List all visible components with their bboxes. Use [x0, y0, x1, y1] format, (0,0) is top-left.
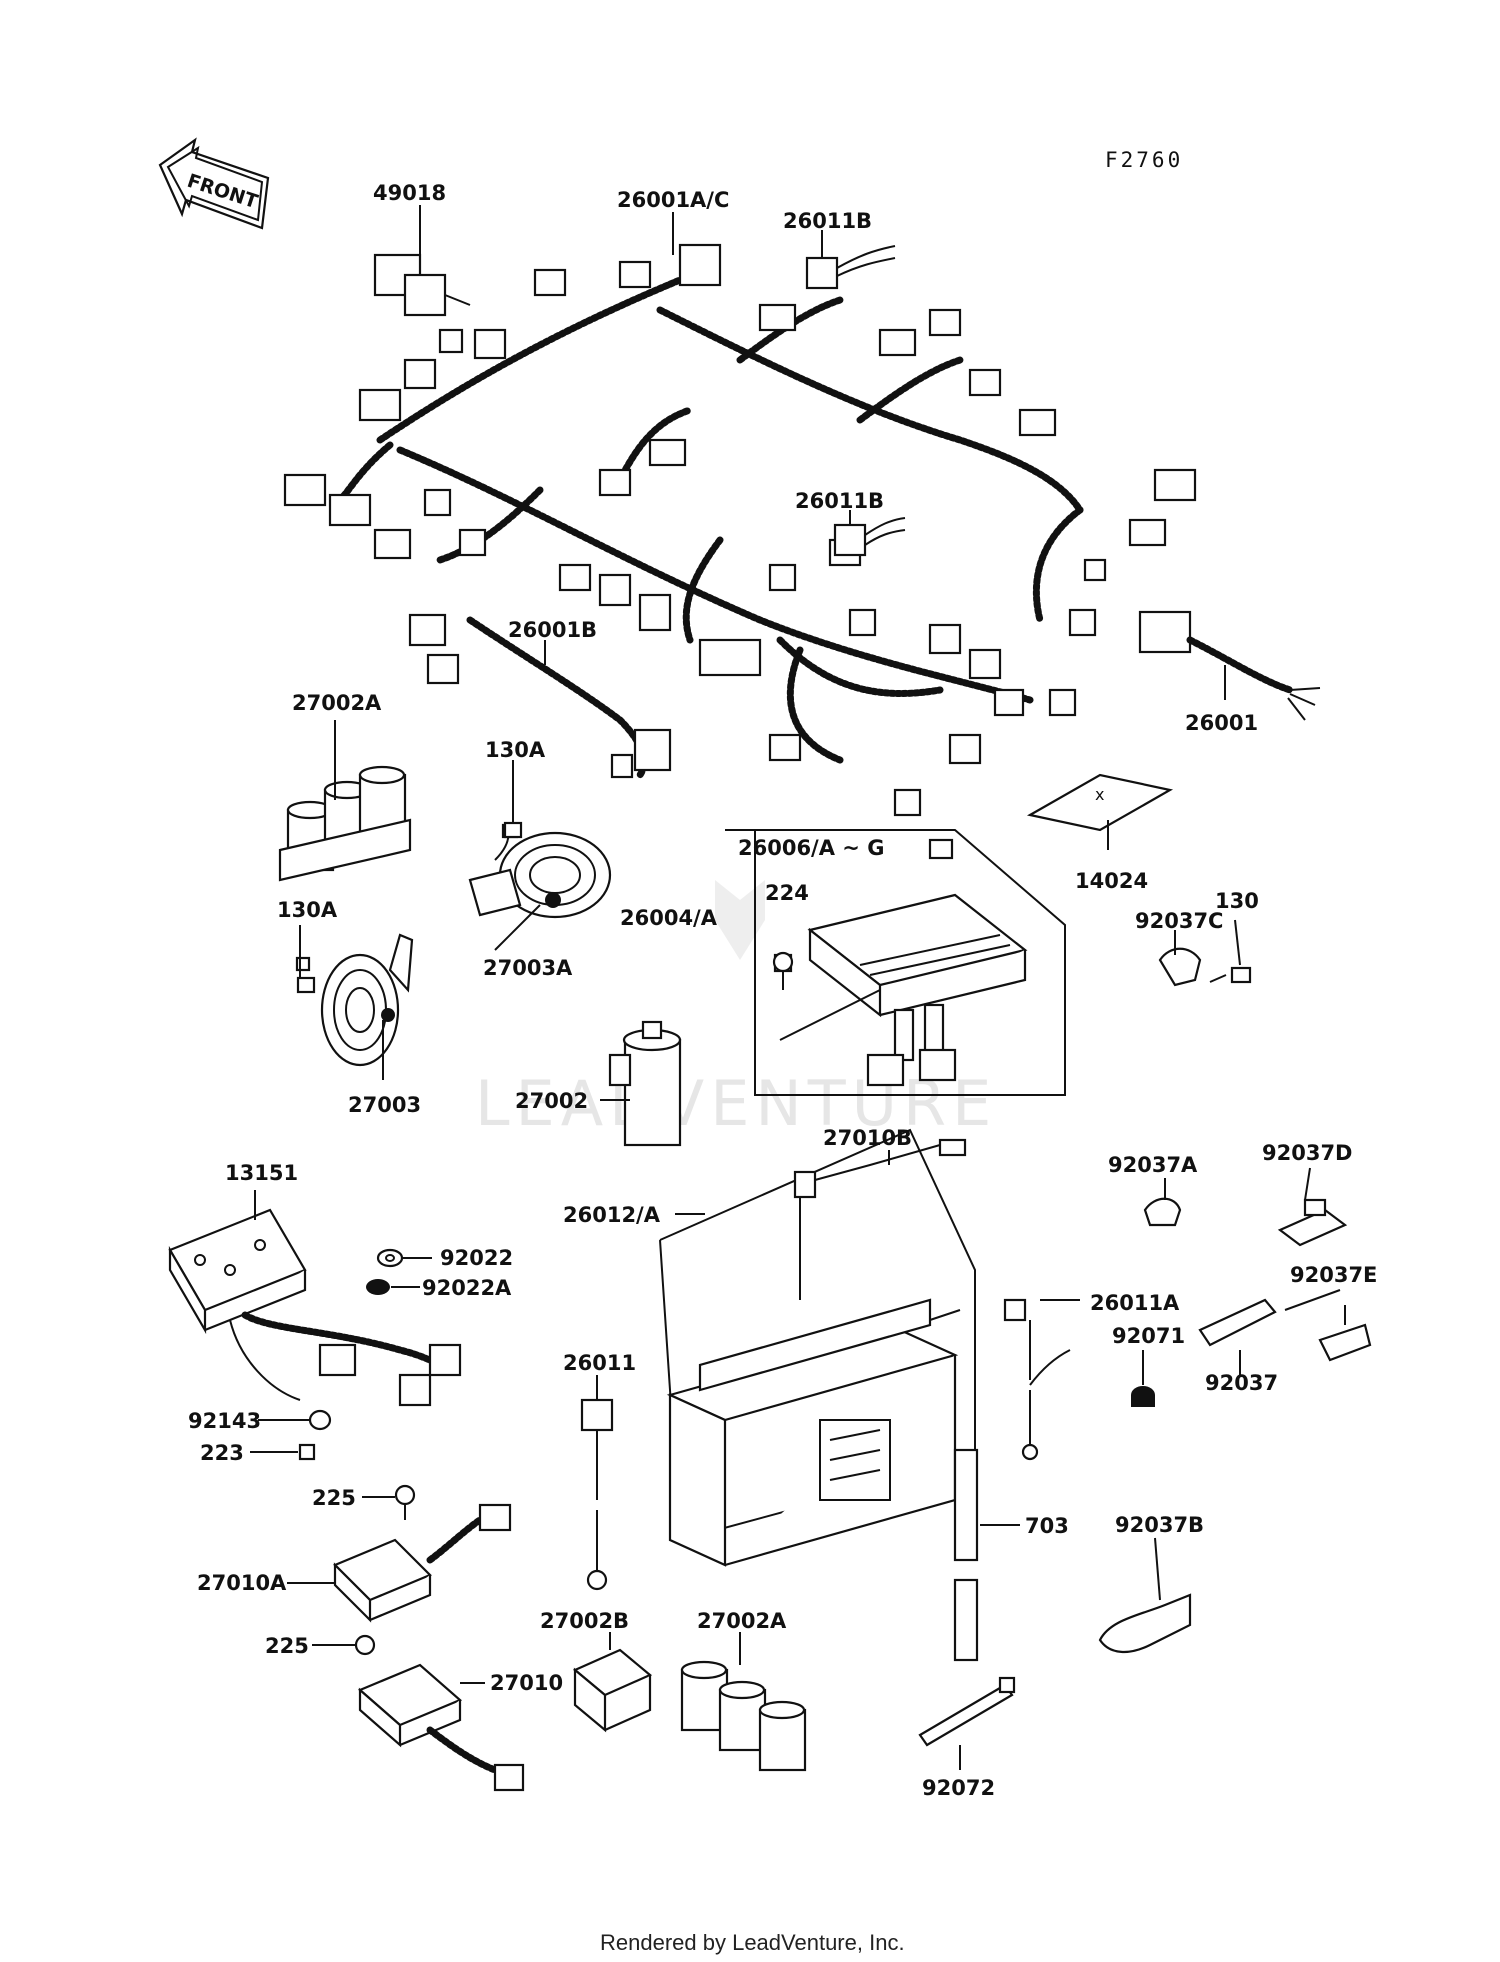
label-26001b: 26001B	[508, 618, 597, 642]
harness-26001b	[408, 613, 672, 779]
label-27010a: 27010A	[197, 1571, 287, 1595]
clip-92037a	[1143, 1197, 1182, 1227]
label-92037e: 92037E	[1290, 1263, 1377, 1287]
label-27002a-top: 27002A	[292, 691, 382, 715]
tube-703	[953, 1448, 979, 1662]
label-26011: 26011	[563, 1351, 636, 1375]
figure-code: F2760	[1105, 148, 1183, 172]
label-92071: 92071	[1112, 1324, 1185, 1348]
label-92037: 92037	[1205, 1371, 1278, 1395]
relay-27002a-top	[278, 765, 412, 882]
strap-92037	[1198, 1298, 1277, 1347]
label-49018: 49018	[373, 181, 446, 205]
label-26004a: 26004/A	[620, 906, 718, 930]
label-225-top: 225	[312, 1486, 356, 1510]
clip-92037d	[1277, 1198, 1348, 1247]
fuse-box-26004a	[725, 829, 1066, 1096]
unit-13151	[168, 1208, 462, 1407]
label-92037c: 92037C	[1135, 909, 1223, 933]
label-27003: 27003	[348, 1093, 421, 1117]
clamp-92037c	[1158, 947, 1202, 987]
bolt-130a-left	[296, 976, 316, 994]
label-sheet-14024: x	[1026, 773, 1174, 832]
harness-26011b-top	[805, 245, 896, 290]
nut-92022a	[366, 1279, 390, 1295]
label-27010b: 27010B	[823, 1126, 912, 1150]
label-92143: 92143	[188, 1409, 261, 1433]
svg-text:x: x	[1095, 785, 1104, 804]
label-130a-top: 130A	[485, 738, 546, 762]
capacitor-27002	[608, 1020, 682, 1147]
unit-27010a	[333, 1503, 512, 1623]
harness-26001	[1138, 610, 1321, 721]
label-13151: 13151	[225, 1161, 298, 1185]
label-26006ag: 26006/A ~ G	[738, 836, 884, 860]
bolt-130	[1209, 966, 1252, 984]
label-92022a: 92022A	[422, 1276, 512, 1300]
screw-224	[772, 951, 794, 973]
label-27002a-bottom: 27002A	[697, 1609, 787, 1633]
label-27003a: 27003A	[483, 956, 573, 980]
label-92037a: 92037A	[1108, 1153, 1198, 1177]
label-92072: 92072	[922, 1776, 995, 1800]
footer-credit: Rendered by LeadVenture, Inc.	[600, 1930, 905, 1955]
horn-27003a	[468, 823, 612, 919]
horn-27003	[295, 933, 414, 1067]
bracket-92037b	[1098, 1593, 1192, 1653]
cable-26011	[580, 1398, 614, 1591]
label-130a-left: 130A	[277, 898, 338, 922]
bolt-225-top	[394, 1484, 416, 1520]
cable-tie-92072	[918, 1676, 1016, 1747]
main-harness-26001ac	[283, 243, 1197, 817]
battery-26012a	[659, 1128, 976, 1567]
watermark-text: LEADVENTURE	[475, 1067, 997, 1140]
grommet-92071	[1131, 1386, 1155, 1407]
label-26012a: 26012/A	[563, 1203, 661, 1227]
label-27002: 27002	[515, 1089, 588, 1113]
relay-27002b	[572, 1648, 653, 1733]
bolt-223	[298, 1443, 316, 1461]
watermark: LEADVENTURE	[475, 880, 997, 1140]
relay-27002a-bottom	[680, 1660, 807, 1772]
label-27010: 27010	[490, 1671, 563, 1695]
bolt-225-bottom	[354, 1634, 376, 1656]
label-224: 224	[765, 881, 809, 905]
washer-92022	[376, 1248, 404, 1268]
cable-26011a	[1003, 1298, 1071, 1461]
unit-27010	[357, 1663, 525, 1792]
label-26011a: 26011A	[1090, 1291, 1180, 1315]
label-26011b-mid: 26011B	[795, 489, 884, 513]
harness-26011b-mid	[833, 517, 906, 557]
clip-92037e	[1318, 1305, 1372, 1362]
label-14024: 14024	[1075, 869, 1148, 893]
label-26001ac: 26001A/C	[617, 188, 729, 212]
label-26011b-top: 26011B	[783, 209, 872, 233]
relay-49018	[373, 253, 471, 317]
leader-lines	[250, 205, 1341, 1770]
part-labels: 49018 26001A/C 26011B 26011B 26001B 2600…	[188, 181, 1377, 1800]
label-703: 703	[1025, 1514, 1069, 1538]
label-92037b: 92037B	[1115, 1513, 1204, 1537]
label-27002b: 27002B	[540, 1609, 629, 1633]
nut-92143	[308, 1409, 332, 1431]
label-26001: 26001	[1185, 711, 1258, 735]
front-arrow-icon: FRONT	[158, 137, 270, 230]
label-92037d: 92037D	[1262, 1141, 1353, 1165]
label-130: 130	[1215, 889, 1259, 913]
label-223: 223	[200, 1441, 244, 1465]
bolt-130a-top	[503, 821, 523, 839]
label-225-bottom: 225	[265, 1634, 309, 1658]
label-92022: 92022	[440, 1246, 513, 1270]
